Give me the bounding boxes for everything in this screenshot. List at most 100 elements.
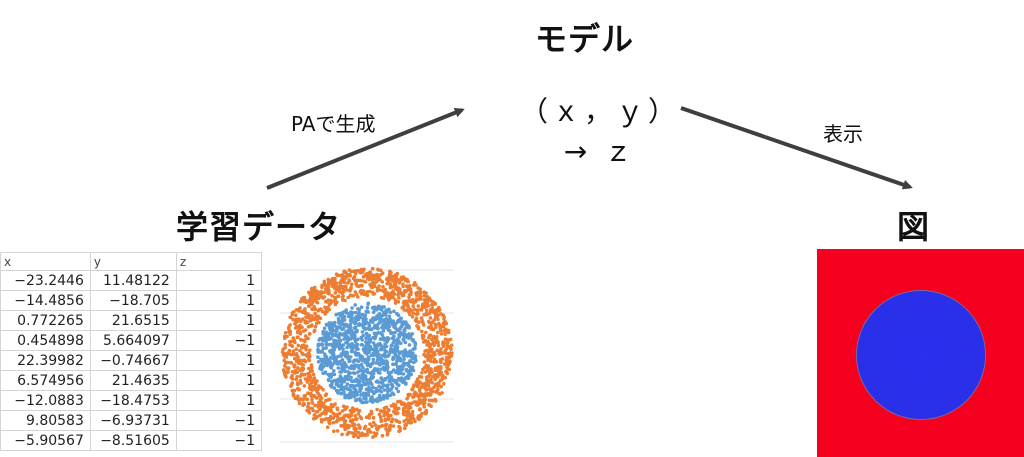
scatter-point-outer bbox=[414, 391, 418, 396]
scatter-point-outer bbox=[307, 357, 311, 362]
scatter-point-outer bbox=[383, 287, 388, 292]
scatter-point-outer bbox=[448, 359, 452, 364]
scatter-point-inner bbox=[400, 322, 405, 327]
scatter-point-inner bbox=[323, 354, 328, 359]
scatter-point-outer bbox=[376, 267, 380, 272]
scatter-point-outer bbox=[402, 299, 406, 304]
scatter-point-outer bbox=[434, 360, 439, 364]
scatter-point-inner bbox=[337, 347, 342, 351]
scatter-point-outer bbox=[434, 366, 439, 371]
scatter-point-outer bbox=[316, 293, 321, 297]
scatter-point-outer bbox=[426, 383, 430, 387]
scatter-point-inner bbox=[358, 397, 362, 401]
scatter-point-outer bbox=[433, 302, 438, 306]
scatter-point-outer bbox=[286, 366, 291, 370]
scatter-point-inner bbox=[371, 341, 376, 345]
scatter-point-outer bbox=[309, 287, 314, 292]
scatter-point-outer bbox=[422, 313, 426, 317]
scatter-point-outer bbox=[283, 345, 287, 350]
scatter-point-outer bbox=[420, 303, 425, 308]
scatter-point-outer bbox=[432, 385, 436, 390]
scatter-point-outer bbox=[444, 328, 449, 332]
scatter-point-outer bbox=[323, 393, 328, 398]
scatter-point-inner bbox=[354, 351, 358, 356]
scatter-point-outer bbox=[409, 290, 413, 294]
table-cell-z: 1 bbox=[175, 310, 263, 331]
scatter-point-inner bbox=[396, 313, 401, 318]
scatter-point-outer bbox=[291, 393, 296, 398]
scatter-point-inner bbox=[343, 362, 348, 367]
table-cell-y: 21.4635 bbox=[89, 370, 177, 391]
scatter-point-outer bbox=[355, 278, 359, 283]
scatter-point-inner bbox=[396, 389, 401, 394]
table-cell-y: 5.664097 bbox=[89, 330, 177, 351]
scatter-point-outer bbox=[383, 418, 387, 423]
scatter-point-outer bbox=[316, 290, 320, 294]
scatter-point-outer bbox=[415, 403, 420, 407]
scatter-point-outer bbox=[347, 272, 352, 277]
scatter-point-inner bbox=[352, 379, 356, 383]
column-header-z: z bbox=[175, 252, 263, 271]
table-cell-z: 1 bbox=[175, 390, 263, 411]
scatter-point-inner bbox=[386, 375, 390, 380]
scatter-point-outer bbox=[421, 402, 425, 406]
scatter-point-inner bbox=[411, 351, 415, 355]
table-header-row: x y z bbox=[0, 252, 263, 271]
scatter-point-outer bbox=[313, 403, 317, 408]
scatter-point-outer bbox=[430, 300, 435, 304]
scatter-point-outer bbox=[428, 354, 432, 359]
scatter-point-inner bbox=[379, 331, 383, 335]
scatter-point-outer bbox=[313, 285, 317, 290]
scatter-point-outer bbox=[308, 318, 313, 323]
scatter-point-outer bbox=[405, 417, 409, 422]
scatter-point-outer bbox=[380, 280, 385, 284]
scatter-point-inner bbox=[336, 362, 340, 366]
scatter-point-inner bbox=[402, 357, 406, 361]
scatter-point-inner bbox=[397, 383, 401, 388]
scatter-point-outer bbox=[356, 435, 360, 439]
scatter-point-outer bbox=[288, 342, 292, 347]
scatter-point-inner bbox=[324, 359, 329, 363]
scatter-point-inner bbox=[329, 363, 334, 367]
scatter-point-outer bbox=[327, 308, 331, 312]
scatter-point-outer bbox=[379, 409, 383, 413]
scatter-point-inner bbox=[408, 333, 412, 338]
scatter-point-inner bbox=[373, 368, 378, 372]
scatter-point-inner bbox=[346, 343, 351, 347]
scatter-point-outer bbox=[306, 336, 310, 341]
scatter-point-outer bbox=[391, 424, 396, 428]
scatter-point-outer bbox=[338, 273, 343, 278]
scatter-point-outer bbox=[292, 338, 297, 343]
scatter-point-outer bbox=[295, 335, 300, 340]
scatter-point-inner bbox=[360, 359, 364, 363]
scatter-point-inner bbox=[373, 351, 377, 356]
scatter-point-inner bbox=[316, 360, 321, 364]
scatter-point-inner bbox=[412, 360, 416, 365]
scatter-point-outer bbox=[434, 325, 438, 329]
scatter-point-outer bbox=[356, 412, 361, 416]
scatter-point-outer bbox=[299, 337, 303, 342]
scatter-point-outer bbox=[333, 302, 338, 307]
table-cell-y: −8.51605 bbox=[89, 430, 177, 451]
scatter-point-inner bbox=[326, 377, 331, 382]
scatter-point-outer bbox=[350, 421, 355, 425]
scatter-point-inner bbox=[321, 346, 325, 351]
scatter-point-inner bbox=[349, 337, 353, 341]
scatter-point-outer bbox=[440, 357, 445, 361]
scatter-point-inner bbox=[353, 388, 358, 392]
scatter-point-outer bbox=[450, 351, 454, 355]
scatter-point-inner bbox=[364, 387, 369, 392]
table-cell-x: −5.90567 bbox=[0, 430, 91, 451]
scatter-point-outer bbox=[424, 308, 429, 313]
scatter-point-outer bbox=[429, 367, 433, 371]
scatter-point-outer bbox=[332, 429, 336, 433]
scatter-point-inner bbox=[353, 303, 357, 307]
scatter-point-inner bbox=[397, 351, 402, 356]
scatter-point-outer bbox=[438, 378, 443, 383]
scatter-point-outer bbox=[296, 366, 300, 370]
scatter-point-inner bbox=[330, 331, 334, 336]
scatter-point-inner bbox=[352, 364, 356, 368]
scatter-point-inner bbox=[377, 362, 382, 366]
table-cell-y: −6.93731 bbox=[89, 410, 177, 431]
scatter-point-inner bbox=[341, 387, 346, 391]
